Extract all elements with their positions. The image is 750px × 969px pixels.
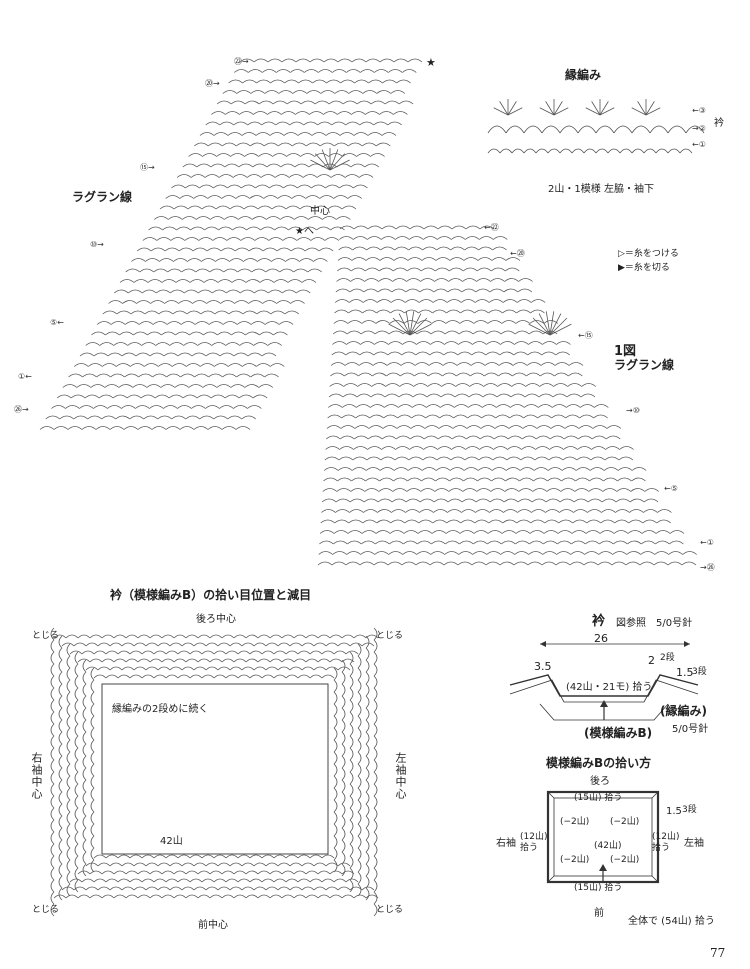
collar-left-value: 3.5 [534,660,552,673]
left-sleeve-center-label: 左袖中心 [394,752,407,800]
close-label-bl: とじる [32,905,60,915]
row-label-right-22: ←㉒ [484,223,499,232]
row-label-left-26: ㉖→ [14,405,29,414]
legend-cut: ▶＝糸を切る [618,263,670,273]
pickup-back-label: 後ろ [590,776,610,787]
figure-label: 1図 [614,344,637,359]
star-icon: ★ [426,56,436,69]
pickup-left-count: (12山) 拾う [520,832,548,853]
raglan-left-label: ラグラン線 [72,190,133,204]
front-center-label: 前中心 [198,920,228,931]
pickup-left-dec-top: (−2山) [560,817,590,827]
edging-row-3: ←③ [692,106,706,115]
pickup-right-count: (12山) 拾う [652,832,680,853]
collar-right-value: 2 [648,654,655,667]
pickup-diagram-title: 模様編みBの拾い方 [546,756,652,770]
raglan-right-label: ラグラン線 [614,358,675,372]
row-label-left-5: ⑤← [50,318,64,327]
collar-needle-label: 5/0号針 [672,724,709,735]
edging-row-1: ←① [692,140,706,149]
close-label-tr: とじる [376,631,404,641]
edging-chart [478,85,705,180]
collar-edging-label: (縁編み) [660,704,707,718]
pickup-bottom-count: (15山) 拾う [574,883,623,893]
star-arrow-label: ★へ [295,226,314,237]
raglan-right-svg [317,225,697,566]
collar-outline-outer [509,674,699,697]
edging-repeat-label: 2山・1模様 [548,184,601,195]
raglan-chart-right [300,215,710,585]
edging-collar-label: 衿 [714,118,724,129]
pickup-center-count: (42山) [594,841,622,851]
row-label-right-15: ←⑮ [578,331,593,340]
collar-spec-note: 図参照 5/0号針 [616,618,693,629]
collar-spec-title: 衿 [592,614,606,629]
pickup-right-dec-bot: (−2山) [610,855,640,865]
row-label-right-10: →⑩ [626,406,640,415]
close-label-br: とじる [376,905,404,915]
back-center-label: 後ろ中心 [196,614,236,625]
pickup-top-count: (15山) 拾う [574,793,623,803]
collar-pattern-b-label: (模様編みB) [584,726,653,740]
close-label-tl: とじる [32,631,60,641]
pickup-diagram-svg [546,790,660,884]
pickup-side-value: 1.5 [666,806,682,817]
pickup-left-sleeve: 左袖 [684,838,704,849]
collar-right-value2: 1.5 [676,666,694,679]
right-sleeve-center-label: 右袖中心 [30,752,43,800]
row-label-right-5: ←⑤ [664,484,678,493]
row-label-left-15: ⑮→ [140,163,155,172]
edging-title: 縁編み [565,68,602,82]
row-label-right-26: →㉖ [700,563,715,572]
edging-side-label: 左脇・袖下 [604,184,654,195]
row-label-right-1: ←① [700,538,714,547]
pickup-total: 全体で (54山) 拾う [628,916,715,927]
row-label-left-20: ⑳→ [205,79,220,88]
collar-pickup-label: (42山・21モ) 拾う [566,682,653,693]
pickup-right-sleeve: 右袖 [496,838,516,849]
center-label: 中心 [310,206,330,217]
row-label-left-22: ㉒→ [234,57,249,66]
row-label-right-20: ←⑳ [510,249,525,258]
collar-square-chart [44,618,384,918]
pickup-front-label: 前 [594,908,604,919]
page-number: 77 [710,946,726,960]
row-label-left-10: ⑩→ [90,240,104,249]
pickup-left-dec-bot: (−2山) [560,855,590,865]
edging-row-2: →② [692,124,706,133]
collar-spec-svg [509,641,699,721]
collar-width-value: 26 [594,632,608,645]
continue-note: 縁編みの2段めに続く [112,704,209,715]
pickup-right-dec-top: (−2山) [610,817,640,827]
legend-attach: ▷＝糸をつける [618,249,679,259]
raglan-chart-left [30,50,440,450]
count-42-label: 42山 [160,836,183,847]
collar-right-rows-b: 3段 [692,667,707,677]
collar-right-rows-a: 2段 [660,653,675,663]
raglan-left-svg [39,58,423,430]
collar-diagram-title: 衿（模様編みB）の拾い目位置と減目 [110,588,312,602]
pickup-side-rows: 3段 [682,805,697,815]
row-label-left-1: ①← [18,372,32,381]
